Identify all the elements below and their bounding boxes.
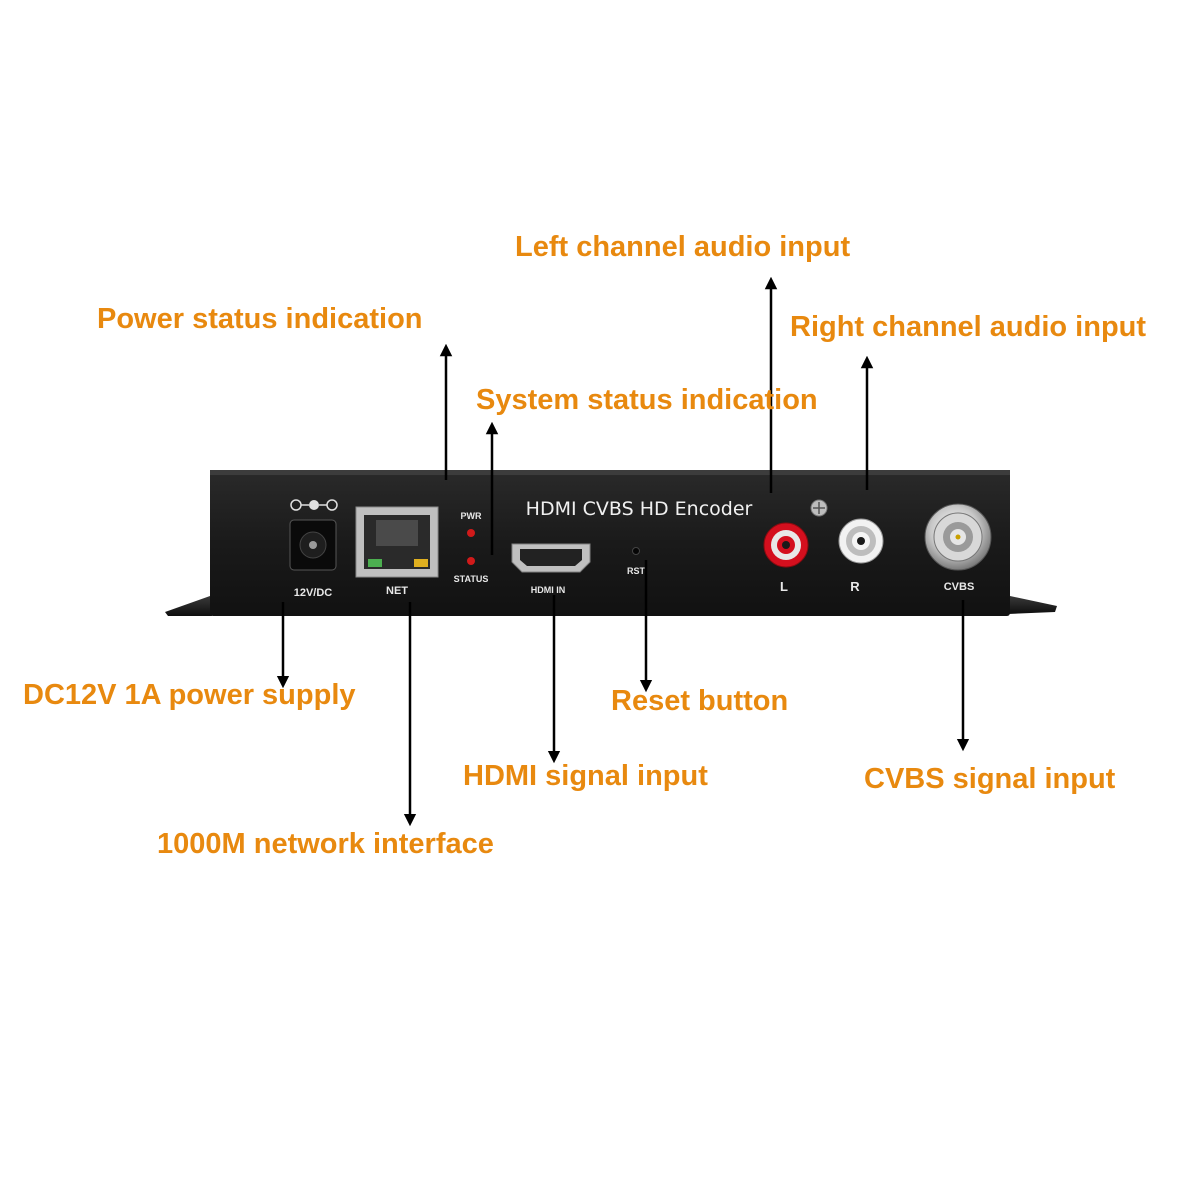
left-mounting-flange: [165, 596, 212, 616]
callout-dc-power: DC12V 1A power supply: [23, 679, 356, 711]
right-rca-jack: R: [838, 518, 884, 594]
dc-power-jack: 12V/DC: [289, 499, 338, 599]
callout-system-status: System status indication: [476, 384, 818, 416]
cvbs-label: CVBS: [944, 581, 975, 593]
status-led-label: STATUS: [454, 574, 489, 584]
callout-arrows: [276, 276, 970, 827]
callout-reset: Reset button: [611, 685, 789, 717]
activity-led: [414, 559, 428, 567]
callout-network: 1000M network interface: [157, 828, 494, 860]
link-led: [368, 559, 382, 567]
callout-cvbs-input: CVBS signal input: [864, 763, 1116, 795]
callout-right-audio: Right channel audio input: [790, 311, 1147, 343]
net-port-label: NET: [386, 585, 408, 597]
right-mounting-flange: [1008, 596, 1057, 614]
status-led: [467, 557, 475, 565]
cvbs-bnc-connector: CVBS: [924, 503, 992, 593]
pwr-led-label: PWR: [461, 511, 482, 521]
callout-left-audio: Left channel audio input: [515, 231, 851, 263]
screw-icon: [810, 499, 828, 517]
pwr-led: [467, 529, 475, 537]
hdmi-in-label: HDMI IN: [531, 585, 566, 595]
indicator-leds: PWR STATUS: [454, 511, 489, 584]
dc-jack-label: 12V/DC: [294, 587, 333, 599]
left-rca-jack: L: [763, 522, 809, 594]
device-title: HDMI CVBS HD Encoder: [526, 498, 753, 520]
rst-label: RST: [627, 566, 646, 576]
dc-polarity-icon: [290, 499, 338, 511]
callout-power-status: Power status indication: [97, 303, 423, 335]
encoder-device: 12V/DC NET PWR STATUS HDMI CVBS HD Encod…: [165, 470, 1057, 616]
right-jack-label: R: [850, 579, 860, 594]
hdmi-port: HDMI IN: [511, 543, 591, 595]
reset-button-hole: RST: [627, 547, 646, 576]
left-jack-label: L: [780, 579, 788, 594]
rj45-network-port: NET: [355, 506, 439, 597]
callout-hdmi-input: HDMI signal input: [463, 760, 708, 792]
